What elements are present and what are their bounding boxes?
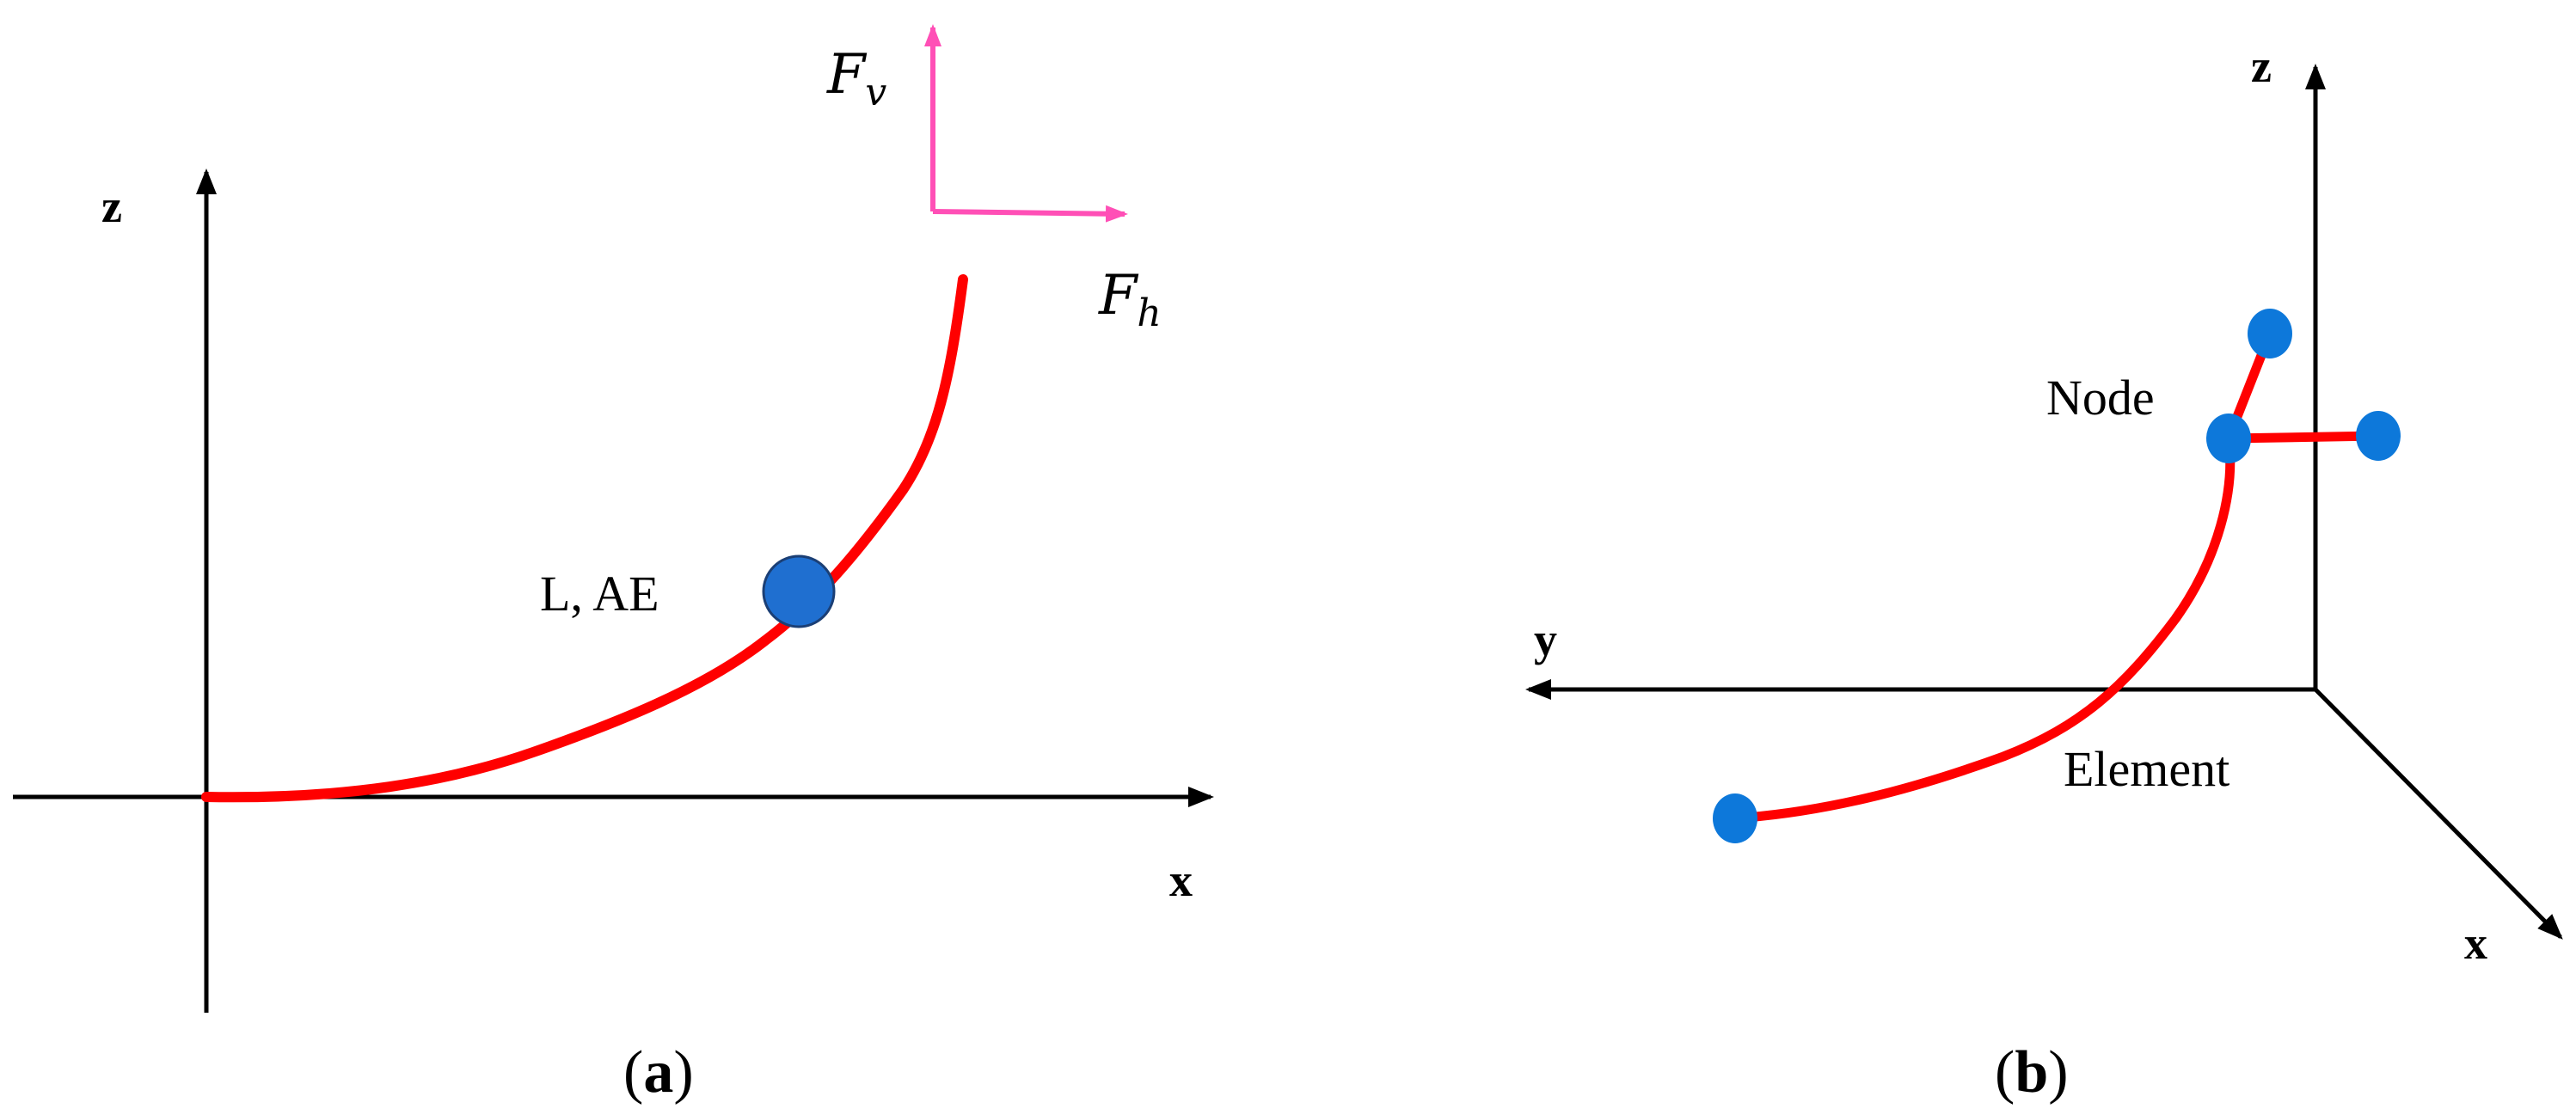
panel-a-node: [762, 554, 836, 628]
panel-b-y-axis-label: y: [1534, 614, 1557, 665]
panel-b-node-upper: [2248, 309, 2292, 358]
panel-a-force-vertical-label: Fv: [826, 43, 886, 114]
panel-b: z y x Node Element (b): [1525, 40, 2563, 1106]
panel-b-element-branch-right: [2223, 431, 2383, 444]
panel-b-element-curve: [1730, 433, 2236, 824]
panel-a-cable-curve: [201, 274, 968, 803]
panel-b-node-junction: [2206, 414, 2251, 463]
panel-b-node-start: [1713, 793, 1757, 843]
panel-a-z-axis-label: z: [101, 181, 122, 232]
panel-b-x-axis-label: x: [2464, 917, 2487, 969]
panel-b-node-right: [2356, 411, 2401, 461]
panel-b-z-axis-label: z: [2251, 40, 2272, 92]
panel-a-force-horizontal-label: Fh: [1098, 264, 1162, 335]
panel-a-caption: (a): [623, 1039, 694, 1106]
panel-a-force-horizontal-arrow: [932, 205, 1128, 223]
panel-b-x-axis: [2314, 688, 2563, 940]
panel-a-node-label: L, AE: [540, 566, 659, 622]
panel-b-caption: (b): [1995, 1039, 2069, 1106]
panel-a-x-axis-label: x: [1169, 855, 1193, 906]
panel-b-element-label: Element: [2064, 741, 2229, 797]
panel-b-node-label: Node: [2046, 370, 2155, 426]
panel-a: z x L, AE Fv Fh (a): [13, 24, 1214, 1106]
